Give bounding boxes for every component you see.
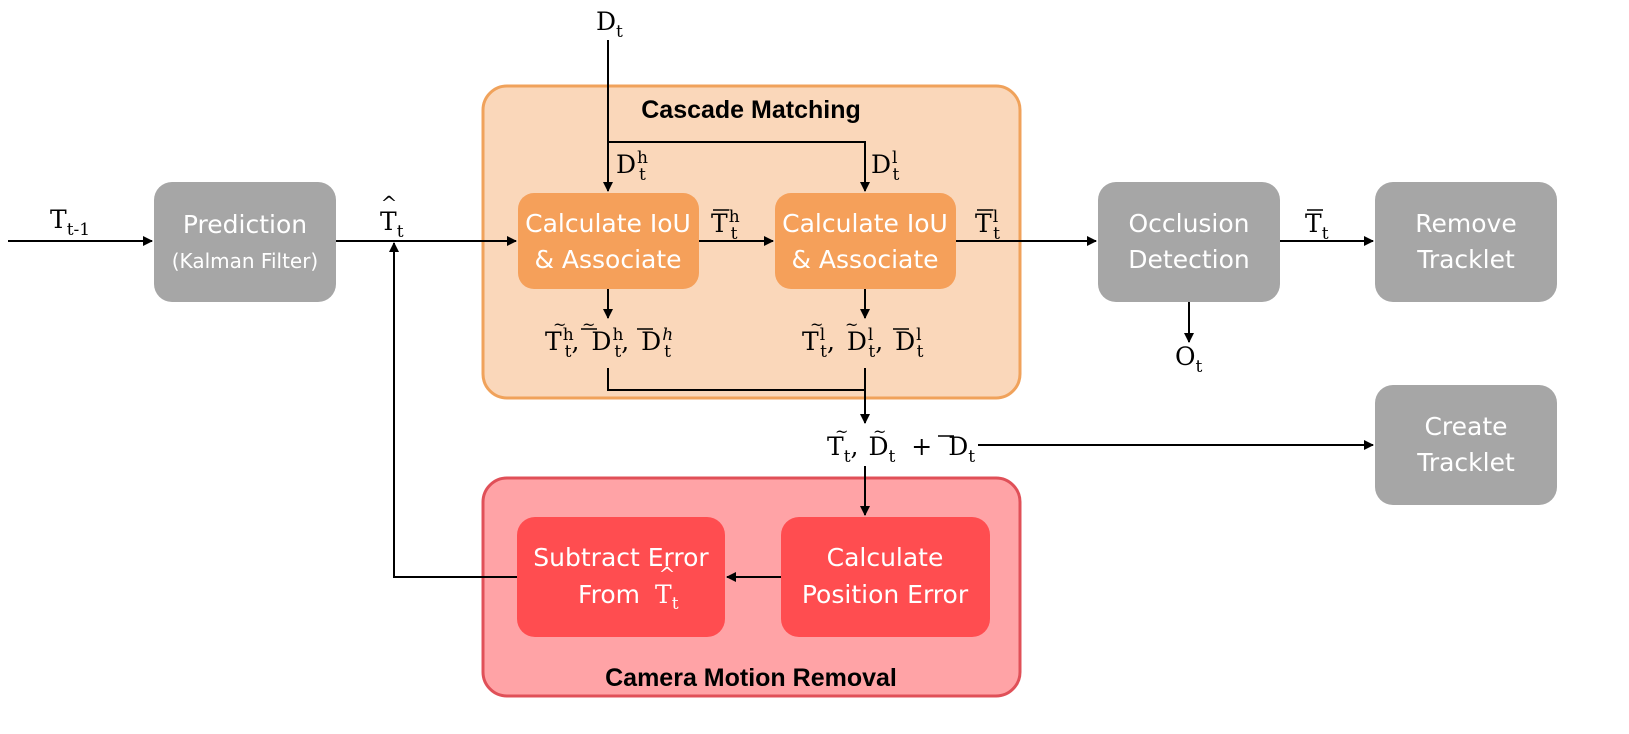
svg-text:Tt: Tt bbox=[1305, 209, 1329, 244]
edge-dt-to-iou-low bbox=[608, 141, 870, 192]
subtract-hat-accent: ^ bbox=[659, 562, 676, 586]
position-label-1: Calculate bbox=[827, 543, 944, 572]
iou-high-label-1: Calculate IoU bbox=[525, 209, 691, 238]
svg-text:Tlt, Dlt, Dlt: Tlt, Dlt, Dlt bbox=[802, 325, 924, 362]
camera-motion-removal-title: Camera Motion Removal bbox=[605, 664, 897, 692]
iou-low-box: Calculate IoU & Associate bbox=[775, 193, 956, 289]
t-hat-accent: ^ bbox=[381, 191, 398, 215]
subtract-label-2: From bbox=[578, 580, 640, 609]
label-t-hat: Tt bbox=[380, 207, 404, 242]
cascade-matching-title: Cascade Matching bbox=[641, 96, 861, 124]
iou-low-label-2: & Associate bbox=[791, 245, 938, 274]
label-t-bar: Tt bbox=[1305, 209, 1329, 244]
iou-high-label-2: & Associate bbox=[534, 245, 681, 274]
svg-text:Tht, Dht, Dht: Tht, Dht, Dht bbox=[545, 325, 673, 362]
svg-text:Tt, Dt + Dt: Tt, Dt + Dt bbox=[827, 432, 975, 468]
svg-text:~: ~ bbox=[845, 315, 858, 334]
svg-text:~: ~ bbox=[835, 422, 848, 441]
iou-low-label-1: Calculate IoU bbox=[782, 209, 948, 238]
edge-high-unmatched-merge bbox=[607, 368, 865, 391]
label-merged-set: ~ ~ Tt, Dt + Dt bbox=[827, 422, 975, 468]
svg-text:~: ~ bbox=[810, 315, 823, 334]
occlusion-detection-box: Occlusion Detection bbox=[1098, 182, 1280, 302]
remove-label-1: Remove bbox=[1415, 209, 1516, 238]
svg-text:Tht: Tht bbox=[711, 207, 740, 244]
prediction-sublabel: (Kalman Filter) bbox=[172, 249, 318, 273]
occlusion-label-2: Detection bbox=[1128, 245, 1249, 274]
label-dt: Dt bbox=[596, 7, 623, 42]
occlusion-label-1: Occlusion bbox=[1128, 209, 1249, 238]
svg-text:Tlt: Tlt bbox=[975, 207, 1000, 244]
svg-text:~: ~ bbox=[553, 315, 566, 334]
create-label-1: Create bbox=[1424, 412, 1507, 441]
iou-high-box: Calculate IoU & Associate bbox=[518, 193, 699, 289]
remove-label-2: Tracklet bbox=[1416, 245, 1515, 274]
prediction-label: Prediction bbox=[183, 210, 307, 239]
subtract-t-hat: Tt bbox=[655, 580, 679, 614]
label-t-minus-1: Tt-1 bbox=[50, 205, 90, 240]
edges bbox=[8, 40, 1374, 582]
edge-feedback-to-that bbox=[389, 242, 517, 578]
prediction-box: Prediction (Kalman Filter) bbox=[154, 182, 336, 302]
position-label-2: Position Error bbox=[802, 580, 969, 609]
create-tracklet-box: Create Tracklet bbox=[1375, 385, 1557, 505]
svg-text:~: ~ bbox=[873, 422, 886, 441]
subtract-error-box: Subtract Error From Tt ^ bbox=[517, 517, 725, 637]
subtract-label-1: Subtract Error bbox=[533, 543, 709, 572]
remove-tracklet-box: Remove Tracklet bbox=[1375, 182, 1557, 302]
create-label-2: Tracklet bbox=[1416, 448, 1515, 477]
position-error-box: Calculate Position Error bbox=[781, 517, 990, 637]
label-ot: Ot bbox=[1175, 342, 1203, 377]
svg-text:~: ~ bbox=[582, 315, 595, 334]
